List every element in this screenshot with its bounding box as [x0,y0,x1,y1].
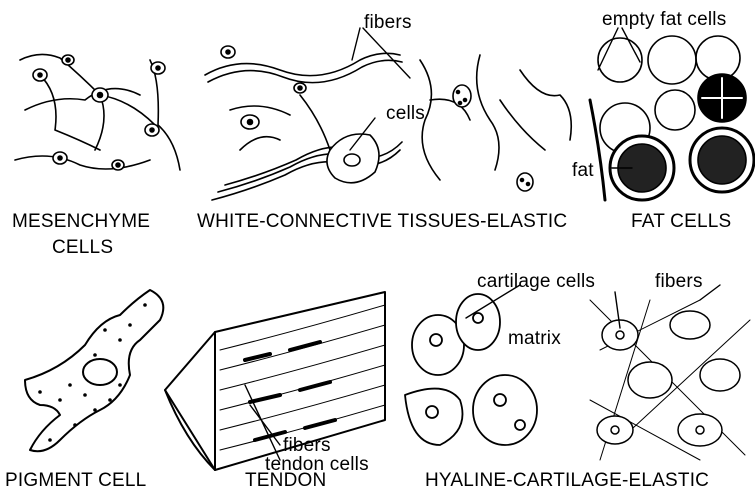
cartilage-label: HYALINE-CARTILAGE-ELASTIC [425,471,709,490]
tendon-drawing [165,292,385,470]
white-connective-drawing [205,46,402,200]
fat-annotation: fat [572,161,594,180]
mesenchyme-drawing [15,54,180,170]
fibers-annotation-top: fibers [364,13,412,32]
elastic-connective-drawing [420,55,571,191]
pigment-cell-label: PIGMENT CELL [5,471,146,490]
fat-cells-drawing [590,36,754,200]
fat-cells-label: FAT CELLS [631,212,731,231]
cartilage-cells-annotation: cartilage cells [477,272,595,291]
pigment-cell-drawing [25,290,163,451]
matrix-annotation: matrix [508,329,561,348]
fibers-cartilage-annotation: fibers [655,272,703,291]
mesenchyme-cells-label: CELLS [52,238,113,257]
mesenchyme-label: MESENCHYME [12,212,150,231]
fibers-tendon-annotation: fibers [283,436,331,455]
tendon-label: TENDON [245,471,326,490]
hyaline-cartilage-drawing [405,294,537,445]
cells-annotation: cells [386,104,425,123]
white-connective-label: WHITE-CONNECTIVE TISSUES-ELASTIC [197,212,567,231]
elastic-cartilage-drawing [588,292,750,460]
empty-fat-cells-annotation: empty fat cells [602,10,726,29]
